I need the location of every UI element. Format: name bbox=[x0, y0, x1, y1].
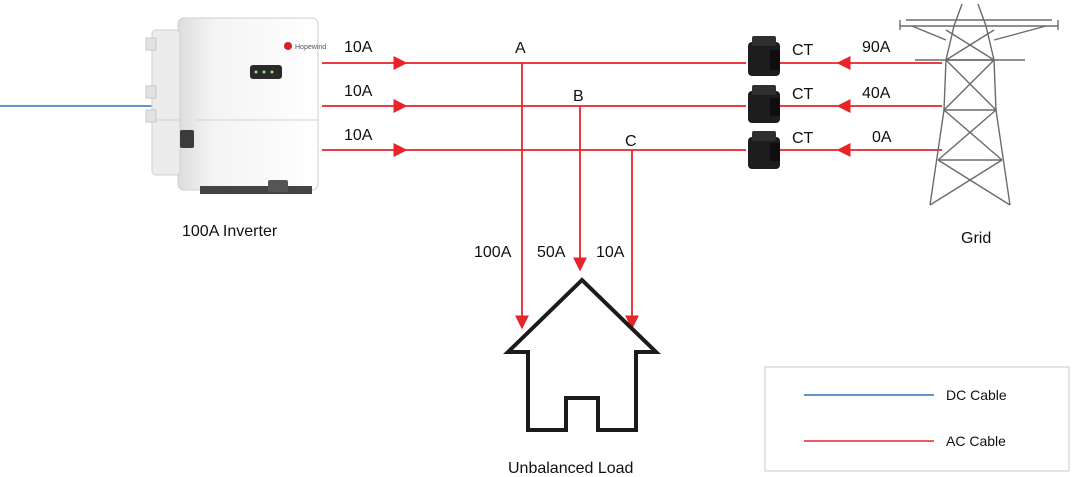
inverter-current-b: 10A bbox=[344, 83, 373, 100]
ct-clamp-icon bbox=[748, 131, 780, 169]
inverter-current-c: 10A bbox=[344, 127, 373, 144]
ct-label-b: CT bbox=[792, 86, 814, 103]
grid-label: Grid bbox=[961, 230, 991, 247]
legend-ac-label: AC Cable bbox=[946, 433, 1006, 449]
inverter-label: 100A Inverter bbox=[182, 223, 278, 240]
grid-current-a: 90A bbox=[862, 39, 891, 56]
ct-clamp-icon bbox=[748, 36, 780, 76]
legend: DC Cable AC Cable bbox=[764, 366, 1070, 472]
phase-label-c: C bbox=[625, 133, 637, 150]
ct-clamp-icon bbox=[748, 85, 780, 123]
ct-label-a: CT bbox=[792, 42, 814, 59]
grid-current-c: 0A bbox=[872, 129, 892, 146]
load-label: Unbalanced Load bbox=[508, 460, 633, 477]
load-current-c: 10A bbox=[596, 244, 625, 261]
inverter-brand: Hopewind bbox=[295, 44, 326, 51]
inverter-current-a: 10A bbox=[344, 39, 373, 56]
legend-dc-label: DC Cable bbox=[946, 387, 1007, 403]
transmission-tower-icon bbox=[899, 3, 1059, 206]
phase-label-b: B bbox=[573, 88, 584, 105]
load-current-b: 50A bbox=[537, 244, 566, 261]
house-icon bbox=[503, 277, 661, 432]
inverter-icon bbox=[145, 17, 319, 194]
ct-label-c: CT bbox=[792, 130, 814, 147]
grid-current-b: 40A bbox=[862, 85, 891, 102]
phase-label-a: A bbox=[515, 40, 526, 57]
load-current-a: 100A bbox=[474, 244, 512, 261]
